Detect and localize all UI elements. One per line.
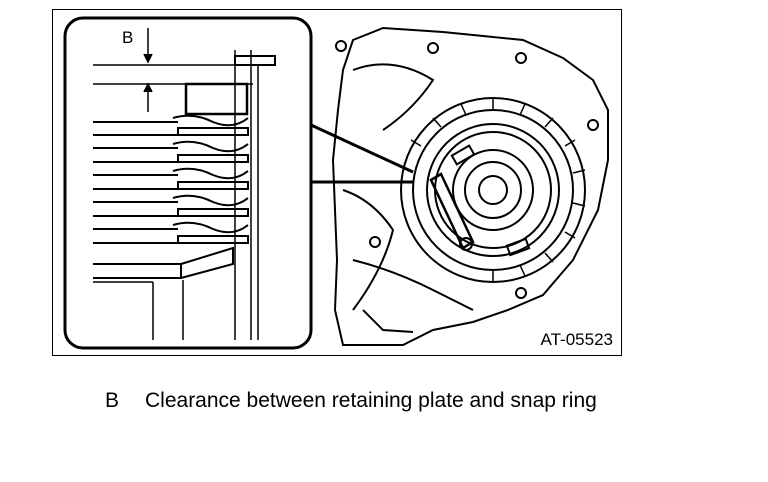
clutch-plates xyxy=(93,114,249,244)
legend-key: B xyxy=(105,389,120,412)
feeler-gauge xyxy=(429,172,475,250)
clutch-drum-outer xyxy=(400,97,586,283)
clutch-illustration xyxy=(63,16,609,350)
detail-inset xyxy=(63,16,313,350)
transmission-case xyxy=(331,26,609,346)
figure-frame: B AT-05523 xyxy=(52,9,622,356)
legend-description: Clearance between retaining plate and sn… xyxy=(145,389,597,412)
figure-code: AT-05523 xyxy=(540,330,613,349)
dimension-label: B xyxy=(122,28,134,47)
retaining-plate xyxy=(184,82,249,116)
